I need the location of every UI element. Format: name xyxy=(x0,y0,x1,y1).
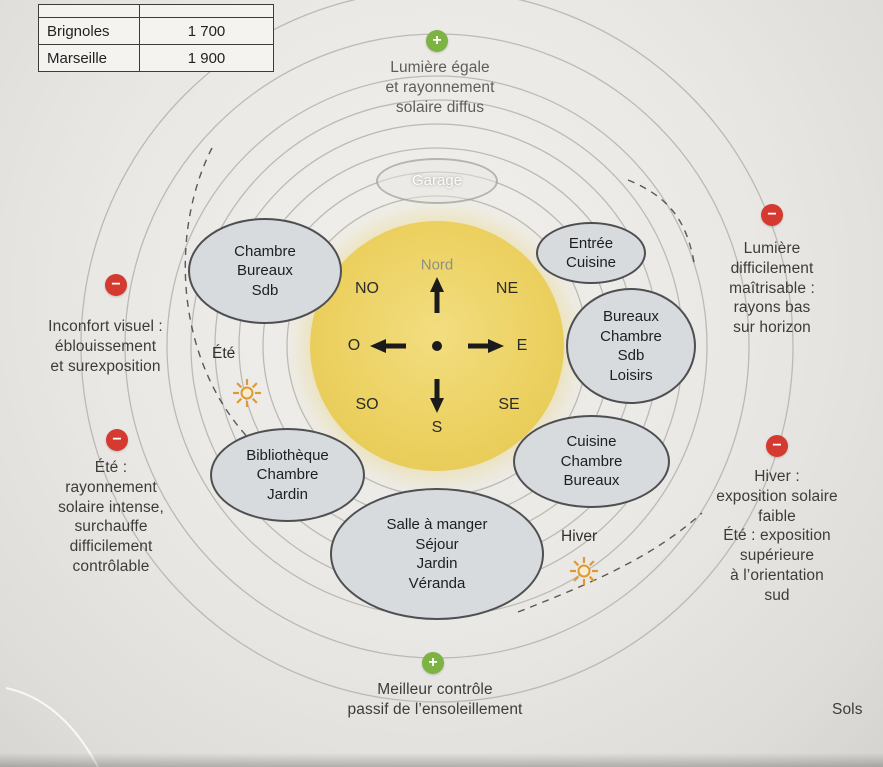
winter-sun-icon xyxy=(570,557,598,585)
cutoff-caption: Sols xyxy=(832,701,863,718)
sun-path-dashed xyxy=(184,147,703,613)
plus-icon: + xyxy=(426,30,448,52)
season-label-hiver: Hiver xyxy=(561,528,598,545)
minus-icon: − xyxy=(105,274,127,296)
note-east-lower: Hiver : exposition solaire faible Été : … xyxy=(716,468,838,604)
room-ellipse-nord-ouest: Chambre Bureaux Sdb xyxy=(188,218,342,324)
irradiation-table: Brignoles 1 700 Marseille 1 900 xyxy=(38,4,274,72)
table-cell-value: 1 700 xyxy=(187,22,226,40)
west-arrow-icon xyxy=(370,339,386,353)
compass-arrows xyxy=(370,277,504,413)
east-path xyxy=(627,179,696,269)
page-curl xyxy=(5,687,99,767)
compass-label-s: S xyxy=(431,419,443,436)
room-ellipse-nord-est: Entrée Cuisine xyxy=(536,222,646,284)
minus-icon: − xyxy=(766,435,788,457)
compass-label-o: O xyxy=(347,337,361,354)
season-label-ete: Été xyxy=(212,345,236,362)
note-south: Meilleur contrôle passif de l’ensoleille… xyxy=(347,681,523,718)
table-cell-city: Marseille xyxy=(39,45,140,71)
compass-circle: Nord NO NE O E SO SE S xyxy=(310,221,564,471)
table-row-cutoff xyxy=(39,5,273,17)
compass-label-nord: Nord xyxy=(420,256,454,274)
winter-path xyxy=(517,512,703,613)
compass-label-no: NO xyxy=(355,280,379,297)
compass-label-so: SO xyxy=(355,396,379,413)
table-cell-city xyxy=(39,5,140,17)
note-north: Lumière égale et rayonnement solaire dif… xyxy=(385,59,495,116)
north-arrow-icon xyxy=(430,277,444,292)
minus-icon: − xyxy=(761,204,783,226)
room-ellipse-sud-ouest: Bibliothèque Chambre Jardin xyxy=(210,428,365,522)
table-cell-value: 1 900 xyxy=(187,49,226,67)
note-west-upper: Inconfort visuel : éblouissement et sure… xyxy=(48,318,163,375)
summer-path xyxy=(184,147,259,449)
south-arrow-icon xyxy=(430,398,444,413)
room-ellipse-sud: Salle à manger Séjour Jardin Véranda xyxy=(330,488,544,620)
east-arrow-icon xyxy=(488,339,504,353)
table-row: Brignoles 1 700 xyxy=(39,17,273,44)
compass-label-se: SE xyxy=(498,396,520,413)
table-cell-city: Brignoles xyxy=(39,18,140,44)
room-ellipse-est: Bureaux Chambre Sdb Loisirs xyxy=(566,288,696,404)
room-ellipse-garage: Garage xyxy=(376,158,498,204)
minus-icon: − xyxy=(106,429,128,451)
room-ellipse-sud-est: Cuisine Chambre Bureaux xyxy=(513,415,670,508)
plus-icon: + xyxy=(422,652,444,674)
table-row: Marseille 1 900 xyxy=(39,44,273,71)
summer-sun-icon xyxy=(233,379,261,407)
note-east-upper: Lumière difficilement maîtrisable : rayo… xyxy=(729,240,815,337)
compass-label-ne: NE xyxy=(495,280,519,297)
compass-label-e: E xyxy=(516,337,528,354)
note-west-lower: Été : rayonnement solaire intense, surch… xyxy=(58,459,164,576)
